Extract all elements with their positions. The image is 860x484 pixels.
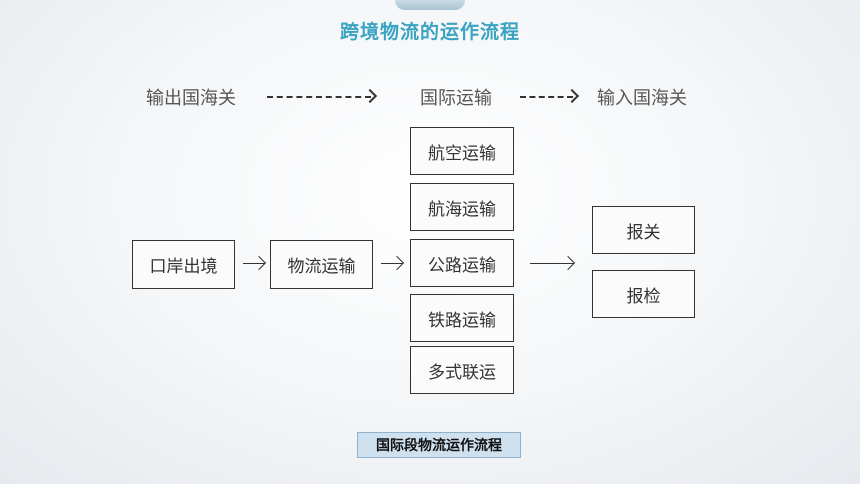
box-logistics-transport: 物流运输 bbox=[270, 240, 373, 289]
box-inspection: 报检 bbox=[592, 270, 695, 318]
stage-import-customs: 输入国海关 bbox=[597, 88, 687, 109]
arrow-3 bbox=[530, 255, 576, 271]
top-ornament bbox=[395, 0, 465, 10]
dashed-arrow-2 bbox=[520, 88, 580, 104]
page-title: 跨境物流的运作流程 bbox=[339, 21, 520, 43]
arrow-2 bbox=[381, 255, 405, 271]
diagram-caption: 国际段物流运作流程 bbox=[357, 432, 521, 458]
box-rail-transport: 铁路运输 bbox=[410, 294, 514, 342]
box-road-transport: 公路运输 bbox=[410, 239, 514, 287]
box-sea-transport: 航海运输 bbox=[410, 183, 514, 231]
box-multimodal-transport: 多式联运 bbox=[410, 346, 514, 394]
box-port-exit: 口岸出境 bbox=[132, 240, 235, 289]
dashed-arrow-1 bbox=[267, 88, 378, 104]
box-declaration: 报关 bbox=[592, 206, 695, 254]
stage-international-transport: 国际运输 bbox=[420, 88, 492, 109]
stage-export-customs: 输出国海关 bbox=[146, 88, 236, 109]
arrow-1 bbox=[243, 255, 267, 271]
box-air-transport: 航空运输 bbox=[410, 127, 514, 175]
